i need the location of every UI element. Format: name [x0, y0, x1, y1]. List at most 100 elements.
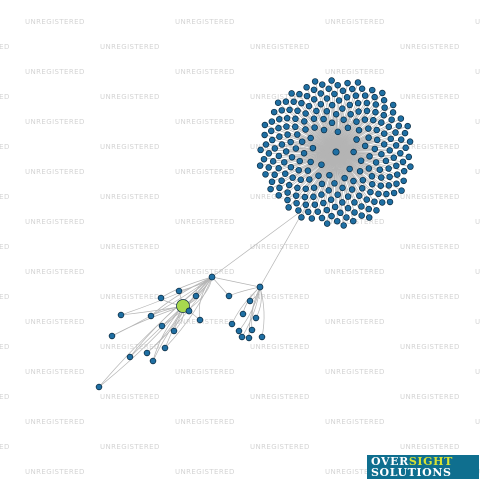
edge [335, 151, 338, 222]
network-node [295, 207, 302, 214]
network-node [284, 189, 291, 196]
network-node [382, 157, 390, 165]
network-node [332, 111, 340, 118]
network-node [380, 97, 388, 104]
network-node [399, 158, 407, 166]
network-node [354, 79, 362, 86]
network-node [385, 182, 393, 189]
network-node [349, 217, 357, 225]
network-node [346, 165, 353, 173]
network-node [325, 85, 332, 92]
network-node [365, 165, 373, 172]
network-node [170, 327, 178, 335]
network-node [397, 115, 405, 122]
logo-line-1: OVERSIGHT [371, 456, 479, 467]
network-node [300, 150, 308, 157]
network-node [288, 153, 296, 161]
hub-node [332, 148, 340, 156]
network-node [297, 176, 305, 183]
network-node [363, 99, 371, 107]
network-node [320, 115, 327, 123]
edge [271, 151, 337, 183]
network-node [294, 107, 301, 115]
network-node [356, 168, 364, 175]
edge [259, 286, 265, 338]
network-node [390, 154, 398, 161]
edge [335, 88, 363, 153]
network-node [318, 161, 325, 168]
network-node [315, 172, 322, 179]
network-node [307, 158, 314, 166]
network-node [388, 116, 395, 123]
network-node [365, 214, 373, 221]
network-node [267, 127, 275, 135]
network-node [371, 198, 378, 205]
network-node [291, 123, 299, 131]
network-node [405, 153, 413, 161]
network-node [372, 101, 380, 108]
network-node [344, 79, 351, 87]
network-node [368, 173, 376, 180]
network-node [344, 193, 352, 200]
edge [335, 132, 406, 153]
network-node [246, 297, 254, 305]
network-node [373, 207, 380, 214]
network-node [238, 333, 246, 341]
network-node [275, 165, 282, 172]
edge [231, 286, 261, 325]
network-node [397, 136, 405, 143]
network-node [295, 166, 302, 174]
network-node [335, 97, 343, 104]
network-node [366, 153, 373, 160]
network-node [309, 144, 317, 152]
network-node [392, 129, 399, 136]
network-node [348, 186, 356, 193]
network-node [377, 182, 385, 189]
network-node [304, 208, 312, 216]
network-node [398, 187, 405, 194]
network-node [401, 129, 409, 137]
network-node [400, 177, 407, 185]
network-node [389, 101, 397, 109]
network-node [320, 199, 327, 207]
bridge-node [208, 273, 216, 281]
network-node [268, 118, 276, 125]
network-node [298, 138, 306, 145]
network-node [407, 163, 414, 170]
network-node [239, 310, 247, 318]
network-node [371, 93, 378, 101]
network-node [302, 126, 309, 133]
network-node [385, 165, 392, 172]
network-node [344, 124, 352, 132]
network-node [303, 84, 310, 91]
network-node [275, 124, 282, 132]
edge [241, 286, 261, 338]
network-node [276, 184, 283, 192]
network-node [257, 146, 264, 154]
network-node [268, 178, 276, 186]
edge [335, 151, 395, 194]
edge [98, 276, 213, 388]
network-node [298, 99, 305, 107]
network-node [298, 214, 305, 221]
network-node [355, 108, 362, 115]
network-node [282, 148, 290, 155]
edge [335, 151, 347, 218]
network-node [294, 131, 301, 138]
network-node [365, 205, 373, 213]
edge [299, 93, 337, 153]
network-node [385, 123, 393, 131]
network-node [262, 171, 269, 178]
network-node [340, 116, 347, 124]
network-node [390, 189, 398, 197]
network-node [371, 145, 379, 153]
network-node [318, 81, 326, 88]
edge [335, 151, 383, 203]
network-node [281, 159, 288, 166]
network-node [323, 220, 331, 227]
edge [265, 144, 337, 153]
edge [211, 211, 301, 278]
network-node [357, 157, 365, 164]
network-node [334, 191, 341, 198]
network-node [386, 173, 393, 181]
